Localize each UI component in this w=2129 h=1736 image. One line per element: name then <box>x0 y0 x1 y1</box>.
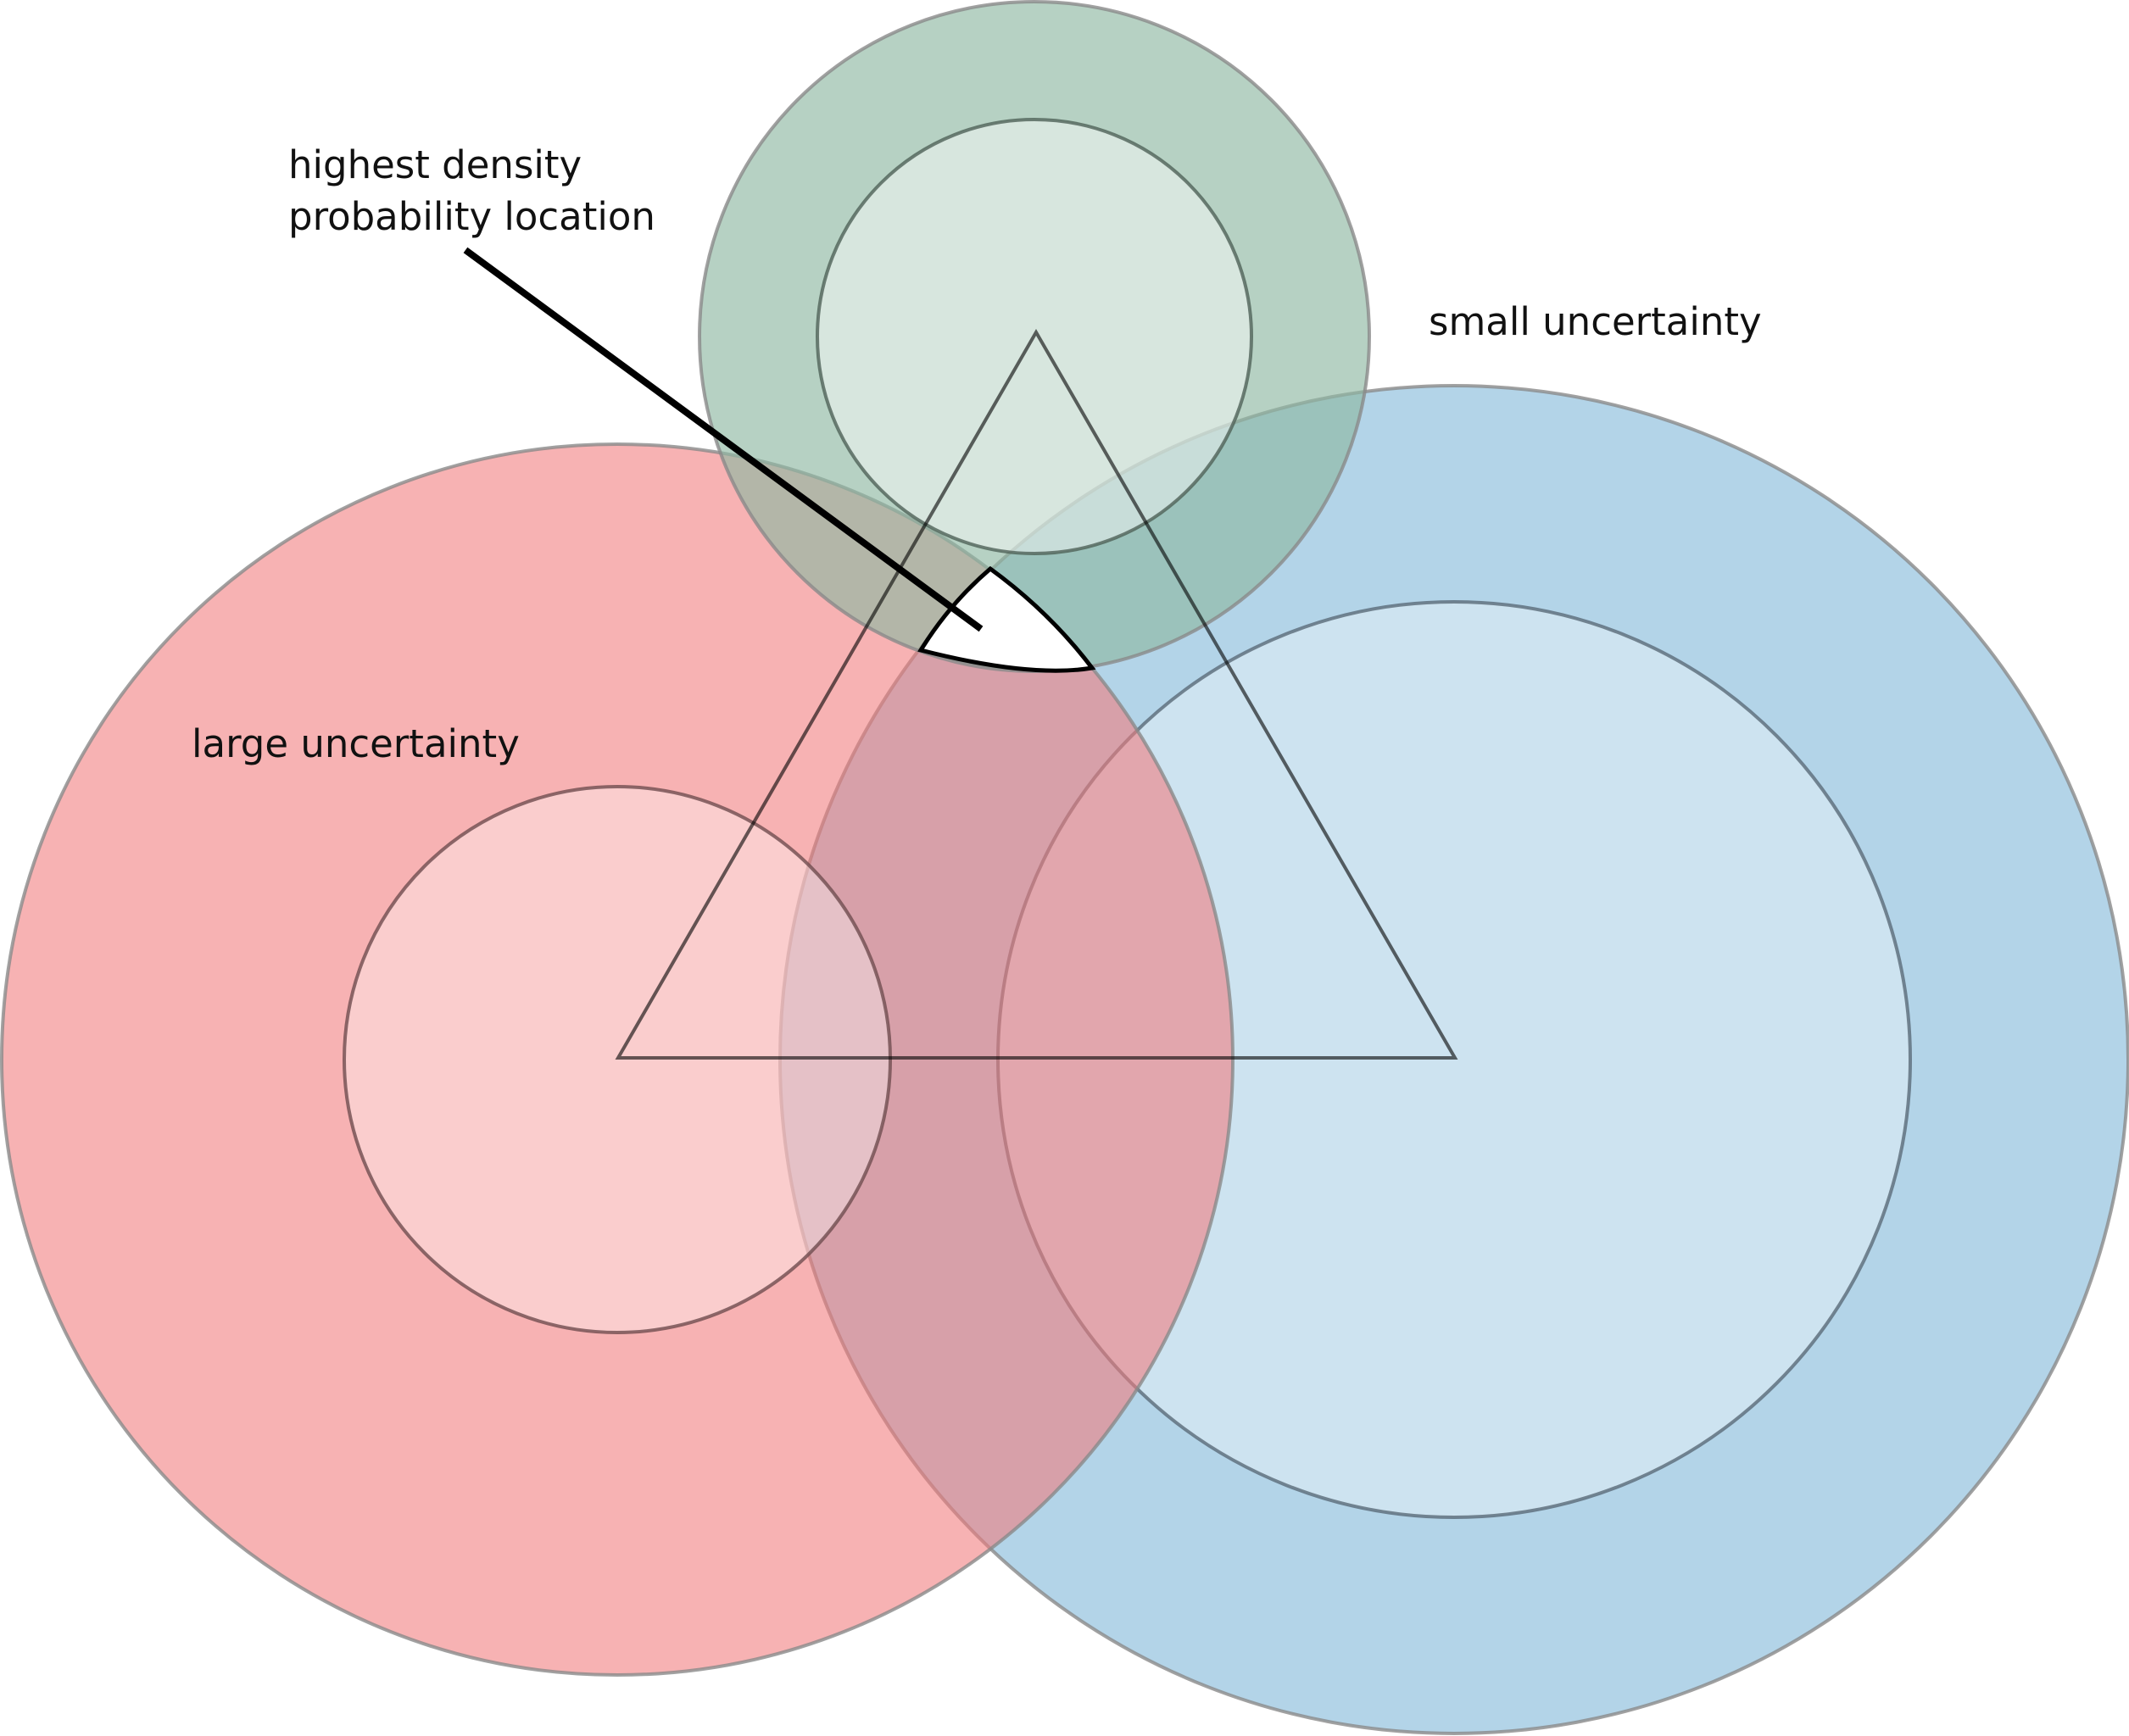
small-uncertainty-label: small uncertainty <box>1429 299 1762 344</box>
highest-density-label-line1: highest density <box>288 142 582 187</box>
large-uncertainty-label: large uncertainty <box>192 721 520 766</box>
highest-density-region <box>917 565 1096 673</box>
leader-line <box>463 247 984 632</box>
center-triangle <box>615 328 1458 1060</box>
highest-density-label-line2: probability location <box>288 194 655 239</box>
